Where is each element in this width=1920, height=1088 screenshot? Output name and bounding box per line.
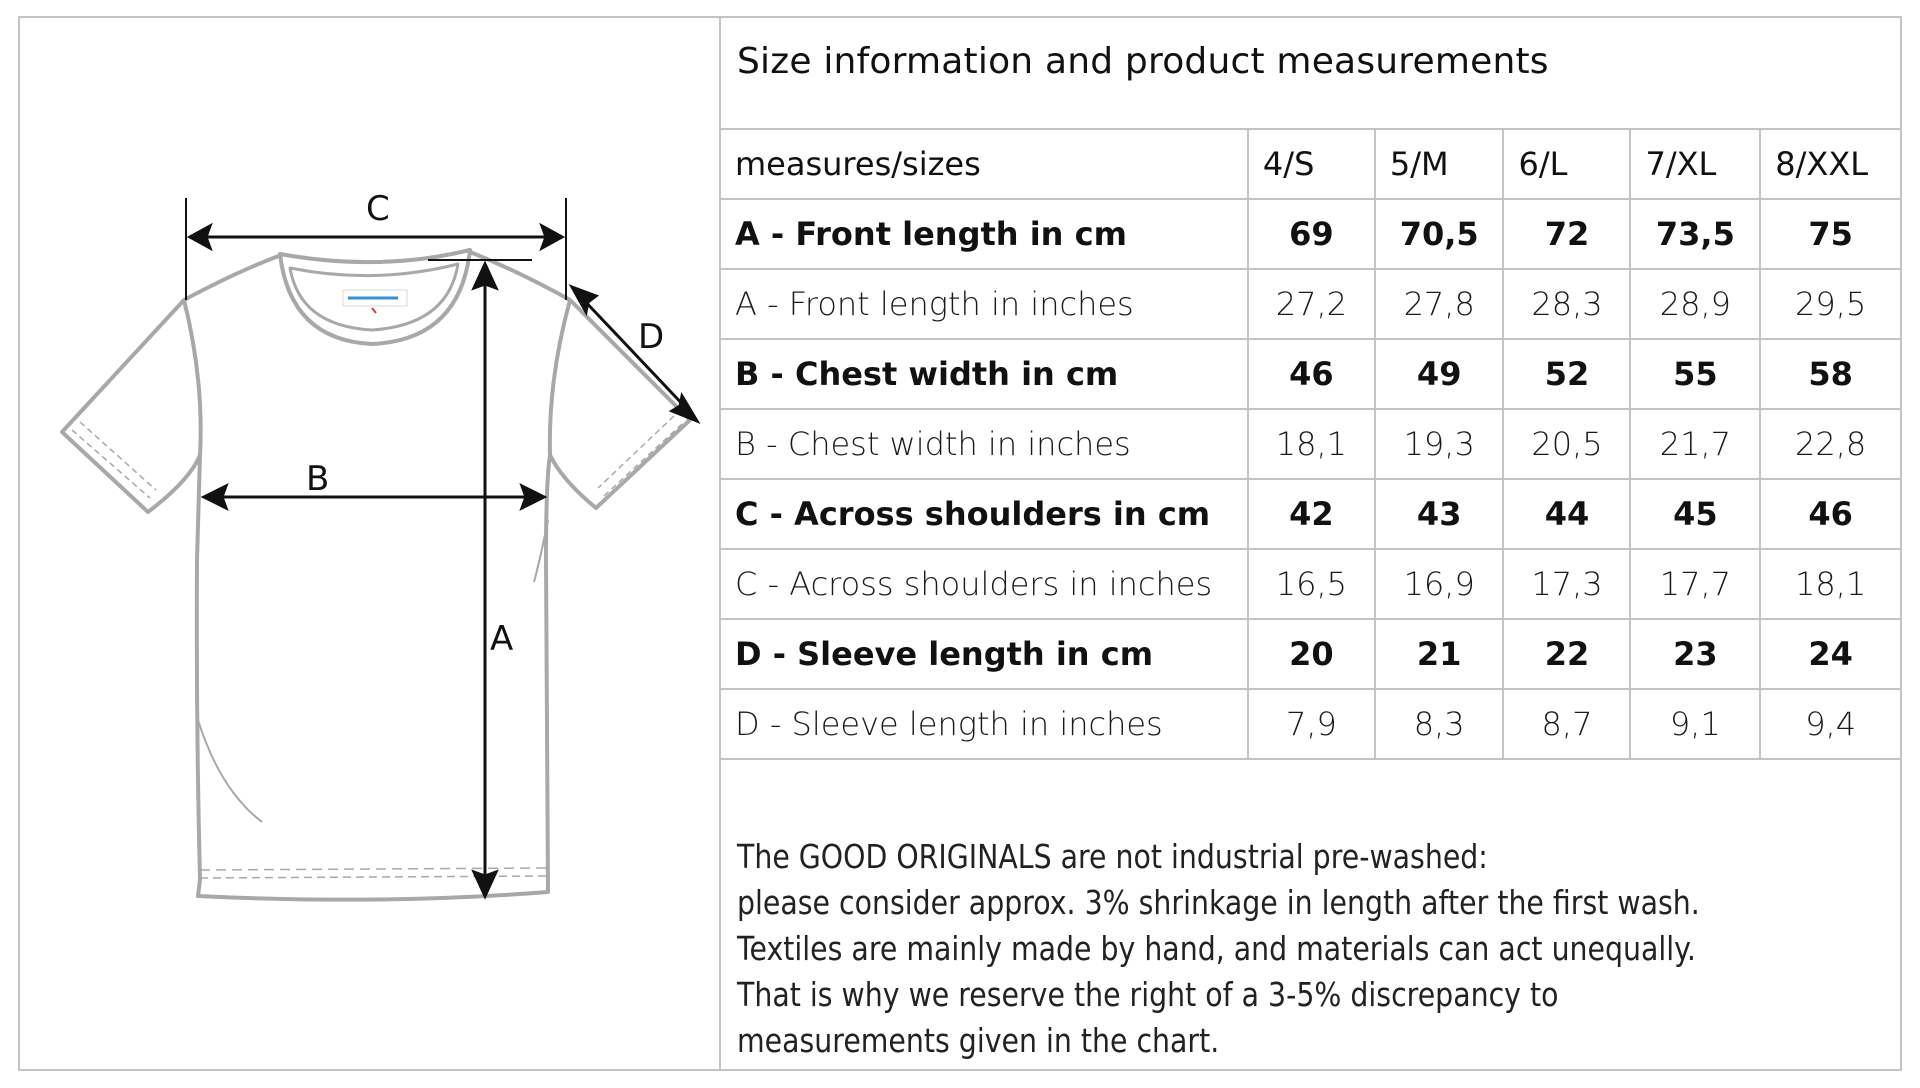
dimension-label-c: C [366, 189, 390, 229]
cell: 28,9 [1629, 268, 1762, 340]
cell: 49 [1373, 338, 1505, 410]
dimension-label-a: A [490, 619, 513, 659]
size-table: measures/sizes 4/S 5/M 6/L 7/XL 8/XXL A … [719, 128, 1900, 760]
note-line: measurements given in the chart. [737, 1021, 1220, 1060]
cell: 52 [1502, 338, 1632, 410]
cell: 16,5 [1246, 548, 1376, 620]
table-header-row: measures/sizes 4/S 5/M 6/L 7/XL 8/XXL [719, 128, 1900, 200]
cell: 46 [1246, 338, 1376, 410]
cell: 58 [1759, 338, 1900, 410]
row-label: C - Across shoulders in cm [719, 478, 1249, 550]
cell: 20 [1246, 618, 1376, 690]
table-row: B - Chest width in inches 18,1 19,3 20,5… [719, 408, 1900, 480]
dimension-label-b: B [306, 459, 329, 499]
cell: 69 [1246, 198, 1376, 270]
table-row: B - Chest width in cm 46 49 52 55 58 [719, 338, 1900, 410]
cell: 20,5 [1502, 408, 1632, 480]
header-measures-sizes: measures/sizes [719, 128, 1249, 200]
cell: 8,3 [1373, 688, 1505, 760]
header-size-8xxl: 8/XXL [1759, 128, 1900, 200]
cell: 7,9 [1246, 688, 1376, 760]
table-row: A - Front length in inches 27,2 27,8 28,… [719, 268, 1900, 340]
cell: 28,3 [1502, 268, 1632, 340]
table-row: C - Across shoulders in cm 42 43 44 45 4… [719, 478, 1900, 550]
row-label: D - Sleeve length in inches [719, 688, 1249, 760]
size-info-panel: Size information and product measurement… [719, 16, 1902, 1071]
cell: 8,7 [1502, 688, 1632, 760]
cell: 22 [1502, 618, 1632, 690]
cell: 55 [1629, 338, 1762, 410]
row-label: A - Front length in cm [719, 198, 1249, 270]
header-size-7xl: 7/XL [1629, 128, 1762, 200]
cell: 24 [1759, 618, 1900, 690]
cell: 46 [1759, 478, 1900, 550]
cell: 18,1 [1246, 408, 1376, 480]
cell: 22,8 [1759, 408, 1900, 480]
cell: 43 [1373, 478, 1505, 550]
header-size-4s: 4/S [1246, 128, 1376, 200]
row-label: B - Chest width in inches [719, 408, 1249, 480]
cell: 70,5 [1373, 198, 1505, 270]
cell: 73,5 [1629, 198, 1762, 270]
cell: 21 [1373, 618, 1505, 690]
cell: 9,1 [1629, 688, 1762, 760]
cell: 9,4 [1759, 688, 1900, 760]
dimension-label-d: D [638, 317, 664, 357]
cell: 27,2 [1246, 268, 1376, 340]
tshirt-diagram: C B A D [20, 18, 718, 1069]
note-line: The GOOD ORIGINALS are not industrial pr… [737, 837, 1488, 876]
cell: 23 [1629, 618, 1762, 690]
cell: 19,3 [1373, 408, 1505, 480]
size-chart-frame [18, 16, 1902, 1071]
row-label: A - Front length in inches [719, 268, 1249, 340]
cell: 44 [1502, 478, 1632, 550]
cell: 27,8 [1373, 268, 1505, 340]
cell: 17,7 [1629, 548, 1762, 620]
header-size-5m: 5/M [1373, 128, 1505, 200]
header-size-6l: 6/L [1502, 128, 1632, 200]
cell: 16,9 [1373, 548, 1505, 620]
note-line: please consider approx. 3% shrinkage in … [737, 883, 1700, 922]
table-row: D - Sleeve length in cm 20 21 22 23 24 [719, 618, 1900, 690]
row-label: B - Chest width in cm [719, 338, 1249, 410]
cell: 75 [1759, 198, 1900, 270]
row-label: D - Sleeve length in cm [719, 618, 1249, 690]
cell: 29,5 [1759, 268, 1900, 340]
cell: 42 [1246, 478, 1376, 550]
cell: 72 [1502, 198, 1632, 270]
note-line: That is why we reserve the right of a 3-… [737, 975, 1559, 1014]
row-label: C - Across shoulders in inches [719, 548, 1249, 620]
note-line: Textiles are mainly made by hand, and ma… [737, 929, 1696, 968]
cell: 45 [1629, 478, 1762, 550]
table-row: D - Sleeve length in inches 7,9 8,3 8,7 … [719, 688, 1900, 760]
table-row: C - Across shoulders in inches 16,5 16,9… [719, 548, 1900, 620]
cell: 18,1 [1759, 548, 1900, 620]
tshirt-outline-icon: C B A D [60, 189, 701, 902]
cell: 17,3 [1502, 548, 1632, 620]
washing-note: The GOOD ORIGINALS are not industrial pr… [737, 834, 1887, 1064]
table-row: A - Front length in cm 69 70,5 72 73,5 7… [719, 198, 1900, 270]
cell: 21,7 [1629, 408, 1762, 480]
page-title: Size information and product measurement… [737, 41, 1549, 82]
